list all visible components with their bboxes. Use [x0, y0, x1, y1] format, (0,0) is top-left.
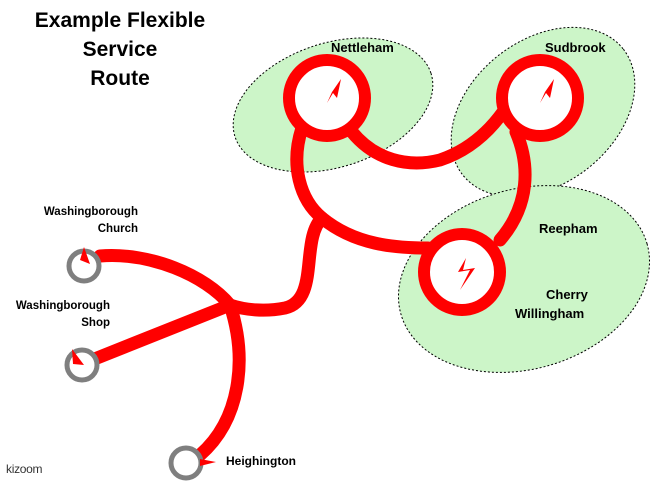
- route-junction-link: [223, 211, 329, 317]
- minor-stops: [64, 247, 216, 481]
- route-heighington: [193, 298, 246, 462]
- label-nettleham: Nettleham: [331, 40, 394, 55]
- zones: [232, 26, 651, 373]
- stop-nettleham[interactable]: [283, 54, 371, 142]
- route-washingborough-shop: [85, 298, 237, 367]
- diagram-title: Example Flexible Service Route: [0, 6, 240, 93]
- title-line-1: Example Flexible: [34, 9, 206, 32]
- label-heighington: Heighington: [226, 454, 296, 468]
- stop-heighington[interactable]: [168, 445, 216, 481]
- route-nettleham-sudbrook: [345, 105, 510, 170]
- label-washingborough-shop-line-1: Washingborough: [15, 300, 110, 312]
- label-washingborough-church-line-1: Washingborough: [43, 206, 138, 218]
- stop-washingborough-shop[interactable]: [64, 347, 100, 383]
- label-washingborough-church-line-2: Church: [97, 223, 138, 235]
- label-washingborough-shop: Washingborough Shop: [0, 298, 110, 332]
- label-reepham: Reepham: [539, 221, 598, 236]
- stop-sudbrook[interactable]: [496, 54, 584, 142]
- zone-reepham-cherry-willingham: [397, 185, 651, 373]
- label-willingham: Willingham: [515, 306, 585, 321]
- title-line-2: Service: [82, 38, 158, 61]
- label-cherry: Cherry: [546, 287, 588, 302]
- label-washingborough-church: Washingborough Church: [26, 204, 138, 238]
- stop-reepham-cherry-willingham[interactable]: [418, 228, 506, 316]
- route-washingborough-church: [93, 249, 237, 312]
- route-lines: [85, 105, 532, 462]
- stop-washingborough-church[interactable]: [66, 247, 102, 284]
- label-sudbrook: Sudbrook: [545, 40, 606, 55]
- kizoom-logo: kizoom: [6, 462, 43, 476]
- route-sudbrook-reepham: [493, 125, 532, 247]
- title-line-3: Route: [90, 67, 150, 90]
- major-stops: [283, 54, 584, 316]
- label-washingborough-shop-line-2: Shop: [81, 317, 110, 329]
